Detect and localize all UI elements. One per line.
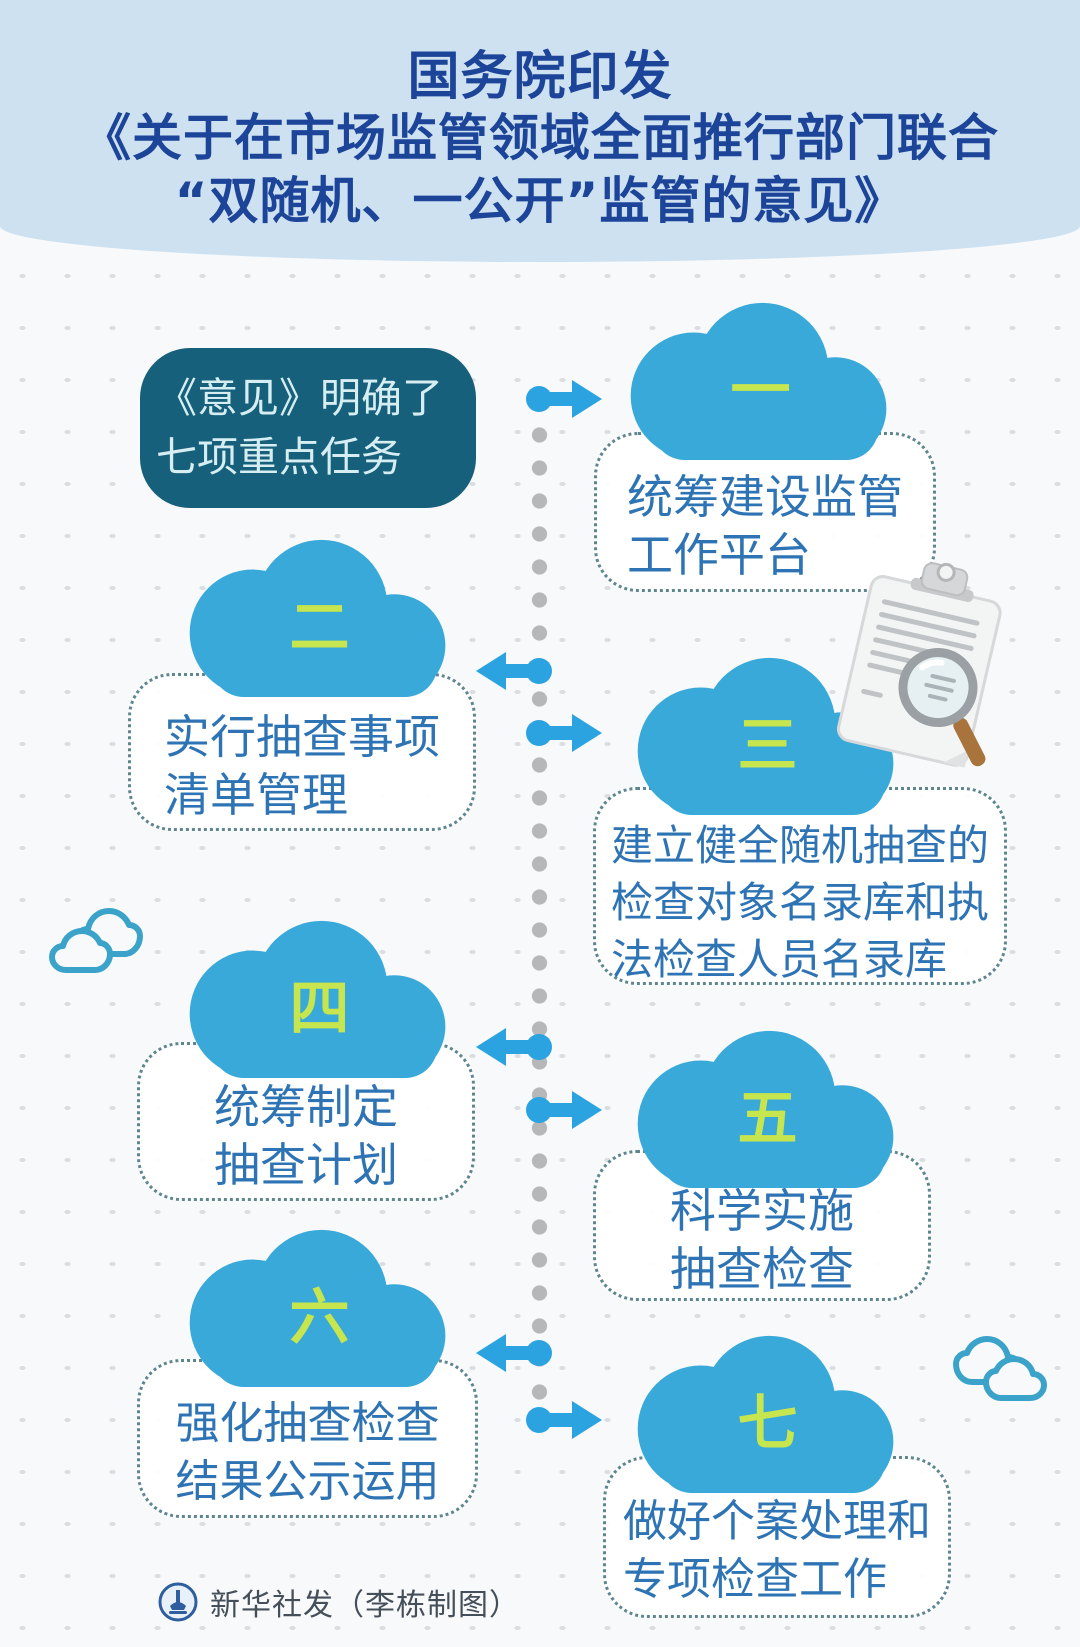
- task-text-line: 工作平台: [627, 528, 811, 582]
- intro-line-1: 《意见》明确了: [156, 374, 443, 422]
- arrow-left-icon: [476, 1028, 552, 1066]
- cloud-outline-icon: [953, 1336, 1047, 1401]
- task-text-line: 建立健全随机抽查的: [610, 820, 989, 870]
- footer: 新华社发（李栋制图）: [158, 1580, 520, 1624]
- clipboard-magnifier-illustration: [836, 562, 1002, 768]
- intro-box: 《意见》明确了 七项重点任务: [140, 348, 476, 508]
- task-box-3: 建立健全随机抽查的 检查对象名录库和执 法检查人员名录库: [593, 787, 1007, 985]
- cloud-icon: [630, 302, 887, 461]
- header: 国务院印发 《关于在市场监管领域全面推行部门联合 “双随机、一公开”监管的意见》: [0, 0, 1080, 262]
- task-text-line: 专项检查工作: [623, 1554, 887, 1605]
- title-line-1: 国务院印发: [407, 47, 673, 107]
- cloud-icon: [637, 1335, 894, 1494]
- task-cloud-6: 六: [172, 1222, 467, 1390]
- task-number: 三: [737, 710, 798, 781]
- intro-line-2: 七项重点任务: [156, 433, 402, 481]
- task-text-line: 统筹建设监管: [627, 470, 903, 524]
- task-text-line: 做好个案处理和: [623, 1496, 931, 1547]
- cloud-outline-icon: [49, 908, 143, 973]
- task-number: 七: [737, 1388, 798, 1459]
- task-text-line: 抽查计划: [214, 1137, 398, 1192]
- cloud-icon: [189, 539, 446, 698]
- task-cloud-7: 七: [620, 1328, 915, 1496]
- task-text-line: 科学实施: [670, 1183, 854, 1238]
- task-text-line: 结果公示运用: [175, 1455, 440, 1507]
- title-line-3: “双随机、一公开”监管的意见》: [174, 172, 906, 230]
- xinhua-logo-icon: [158, 1582, 198, 1622]
- task-box-1: 统筹建设监管 工作平台: [594, 432, 936, 592]
- flow-dotted-line: [531, 426, 548, 1432]
- task-number: 五: [737, 1083, 798, 1154]
- task-text-line: 强化抽查检查: [175, 1397, 440, 1449]
- arrow-left-icon: [476, 652, 552, 690]
- task-cloud-2: 二: [172, 532, 467, 700]
- task-cloud-4: 四: [172, 913, 467, 1081]
- task-number: 六: [289, 1282, 350, 1353]
- arrow-right-icon: [526, 1091, 602, 1129]
- task-number: 四: [289, 973, 350, 1044]
- task-box-2: 实行抽查事项 清单管理: [128, 673, 476, 831]
- task-text-line: 统筹制定: [214, 1079, 398, 1134]
- task-cloud-1: 一: [613, 295, 908, 463]
- task-number: 一: [730, 355, 791, 426]
- cloud-icon: [637, 1030, 894, 1189]
- arrow-left-icon: [476, 1334, 552, 1372]
- title-line-2: 《关于在市场监管领域全面推行部门联合: [81, 109, 999, 167]
- task-text-line: 实行抽查事项: [164, 710, 440, 764]
- task-cloud-5: 五: [620, 1023, 915, 1191]
- arrow-right-icon: [526, 380, 602, 418]
- task-text-line: 抽查检查: [670, 1241, 854, 1296]
- task-text-line: 检查对象名录库和执: [610, 877, 989, 927]
- arrow-right-icon: [526, 714, 602, 752]
- cloud-icon: [189, 920, 446, 1079]
- cloud-icon: [637, 657, 894, 816]
- credit-text: 新华社发（李栋制图）: [210, 1588, 520, 1623]
- task-text-line: 清单管理: [164, 768, 348, 822]
- task-number: 二: [289, 592, 350, 663]
- task-cloud-3: 三: [620, 650, 915, 818]
- arrow-right-icon: [526, 1401, 602, 1439]
- task-text-line: 法检查人员名录库: [610, 934, 947, 984]
- cloud-icon: [189, 1229, 446, 1388]
